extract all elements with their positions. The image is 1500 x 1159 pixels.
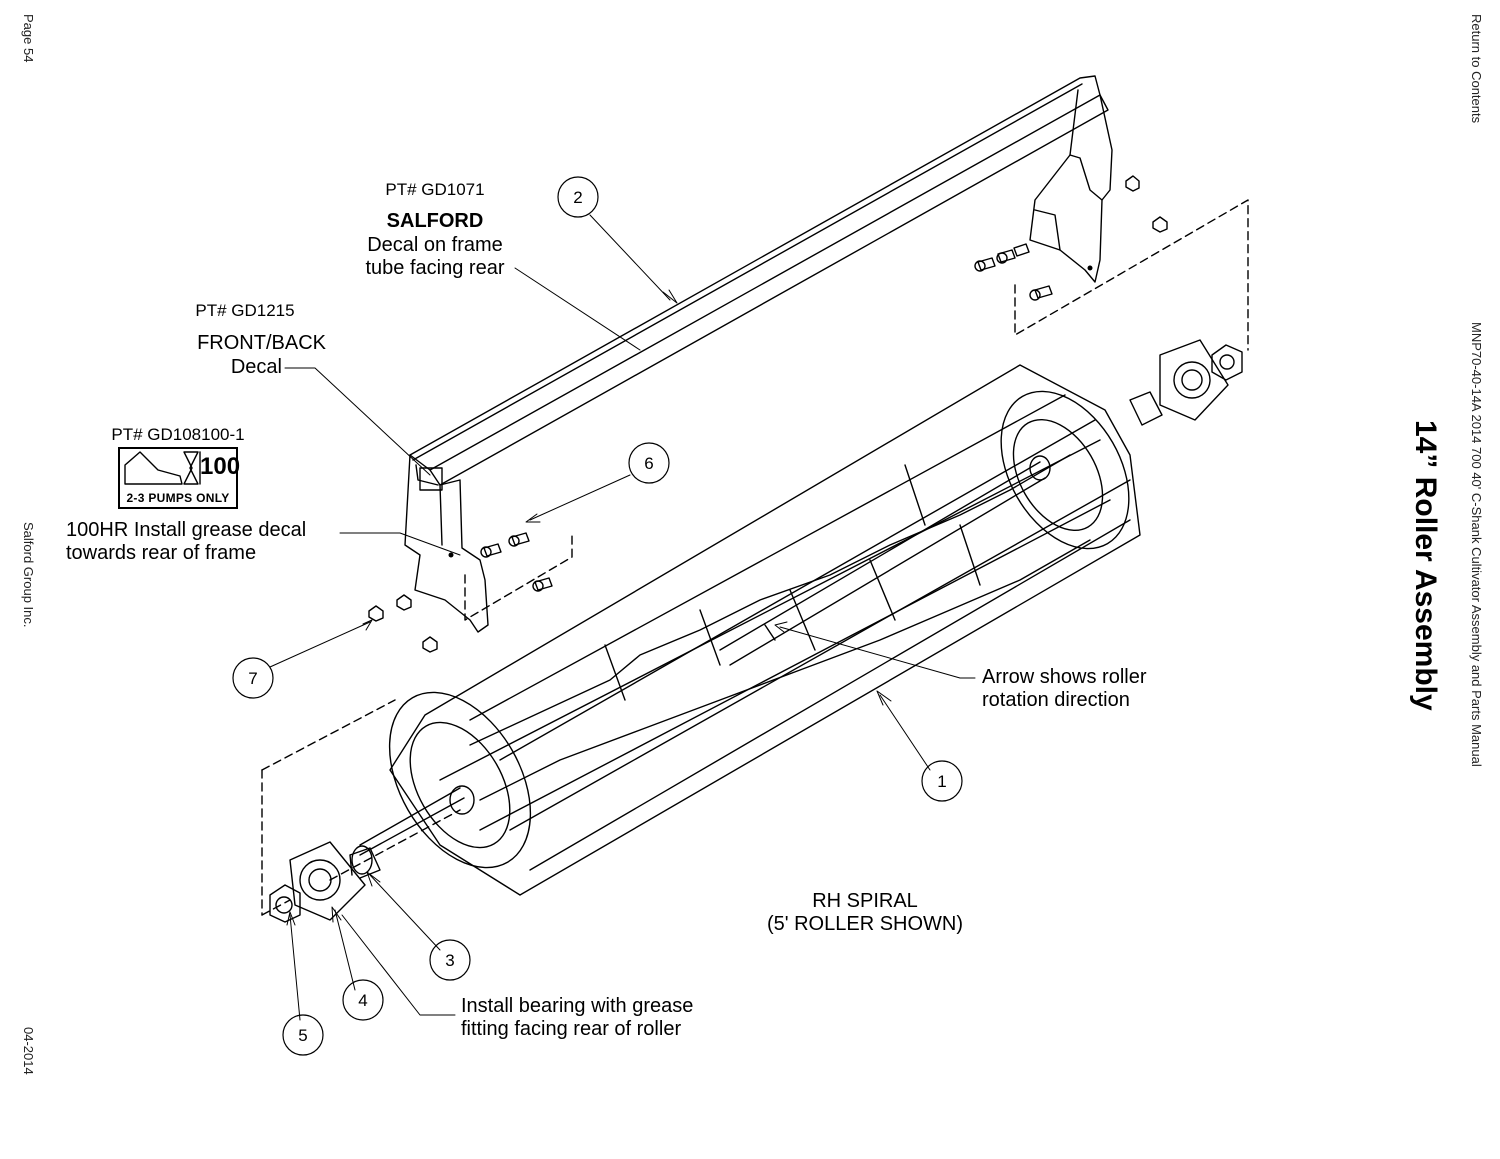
leader-lines — [269, 214, 976, 1021]
frame-tube — [404, 75, 1113, 633]
gd1071-part-number: PT# GD1071 — [385, 180, 485, 199]
callout-2: 2 — [573, 188, 583, 207]
bearing-note-1: Install bearing with grease — [461, 995, 694, 1017]
grease-instruction-1: 100HR Install grease decal — [66, 519, 307, 541]
right-hardware — [974, 175, 1249, 351]
callout-2-circle — [557, 176, 599, 218]
callout-7: 7 — [248, 669, 258, 688]
gd1071-brand: SALFORD — [340, 210, 530, 233]
gd1215-description-1: FRONT/BACK — [197, 332, 326, 354]
grease-instruction-2: towards rear of frame — [66, 542, 257, 564]
callout-1: 1 — [937, 772, 947, 791]
callout-4: 4 — [358, 991, 368, 1010]
gd1215-part-number: PT# GD1215 — [195, 301, 295, 320]
gd1215-description-2: Decal — [230, 356, 282, 378]
grease-gun-pictogram — [124, 451, 201, 485]
callout-6-circle — [628, 442, 670, 484]
left-hardware — [368, 532, 573, 653]
rotation-note-2: rotation direction — [982, 689, 1130, 711]
spiral-note-2: (5' ROLLER SHOWN) — [766, 913, 964, 935]
salford-brand-text: SALFORD — [386, 210, 484, 232]
callout-3-circle — [429, 939, 471, 981]
grease-decal-pumps: 2-3 PUMPS ONLY — [126, 491, 230, 505]
callout-3: 3 — [445, 951, 455, 970]
callout-7-circle — [232, 657, 274, 699]
callouts — [232, 176, 963, 1056]
callout-5-circle — [282, 1014, 324, 1056]
gd1071-description-1: Decal on frame — [367, 234, 503, 256]
bearing-note-2: fitting facing rear of roller — [461, 1018, 682, 1040]
left-bearing — [269, 841, 381, 923]
rotation-note-1: Arrow shows roller — [982, 666, 1147, 688]
gd1071-description-2: tube facing rear — [365, 257, 505, 279]
front-back-decal-marker — [419, 467, 443, 491]
callout-5: 5 — [298, 1026, 308, 1045]
grease-decal-number: 100 — [200, 453, 241, 480]
callout-6: 6 — [644, 454, 654, 473]
grease-decal-box — [118, 447, 238, 509]
callout-1-circle — [921, 760, 963, 802]
callout-4-circle — [342, 979, 384, 1021]
roller-body — [359, 364, 1141, 896]
right-bearing — [1129, 339, 1243, 426]
gd108100-part-number: PT# GD108100-1 — [111, 425, 245, 444]
spiral-note-1: RH SPIRAL — [812, 890, 918, 912]
